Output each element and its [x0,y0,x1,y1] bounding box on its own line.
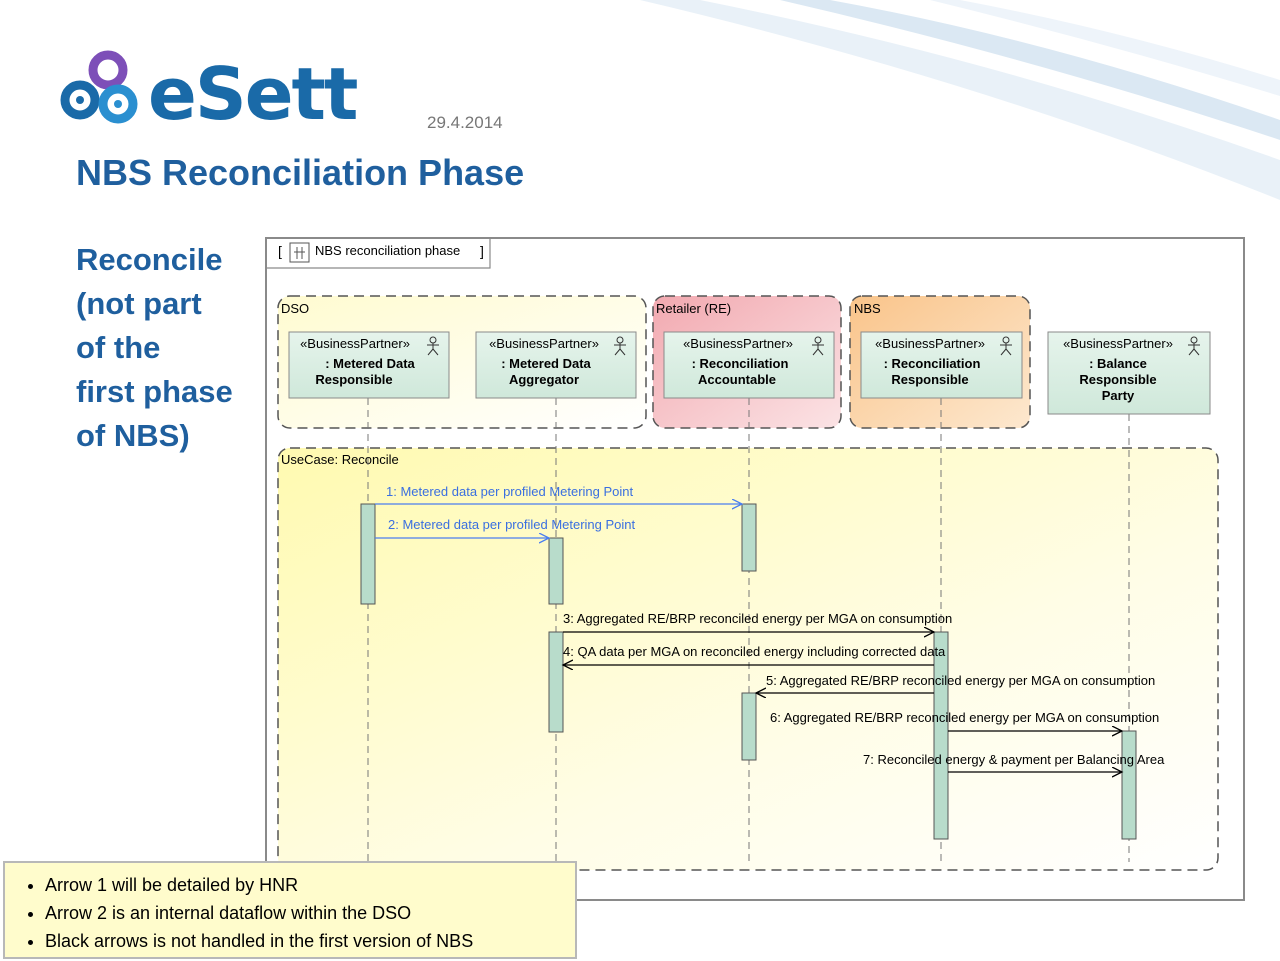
lane-dso-label: DSO [281,301,309,316]
side-note-line: Reconcile [76,242,223,277]
notes-list: Arrow 1 will be detailed by HNR Arrow 2 … [5,871,575,955]
note-item: Arrow 2 is an internal dataflow within t… [45,899,575,927]
activation-bar [741,692,757,761]
lifeline-name: : Reconciliation [692,356,789,371]
esett-logo-icon [60,50,138,124]
lifeline-stereotype: «BusinessPartner» [300,336,410,351]
activation-bar [741,503,757,572]
actor-icon [427,336,439,356]
frame-label: NBS reconciliation phase [315,243,460,258]
lifeline-stereotype: «BusinessPartner» [683,336,793,351]
side-note-line: first phase [76,374,233,409]
frame-bracket-open: [ [278,243,282,259]
esett-logo [60,48,380,138]
usecase-label: UseCase: Reconcile [281,452,399,467]
note-item: Arrow 1 will be detailed by HNR [45,871,575,899]
usecase-box [277,447,1219,871]
lifeline-name: Accountable [698,372,776,387]
lane-retailer-label: Retailer (RE) [656,301,731,316]
lifeline-box [288,331,450,399]
lifeline-name: Party [1102,388,1135,403]
lifeline-name: : Metered Data [501,356,591,371]
note-item: Black arrows is not handled in the first… [45,927,575,955]
side-note-line: (not part [76,286,202,321]
lifeline-name: Responsible [315,372,392,387]
side-note-line: of the [76,330,161,365]
side-note: Reconcile (not part of the first phase o… [76,238,266,458]
message-label-5: 5: Aggregated RE/BRP reconciled energy p… [766,673,1155,688]
lifeline-box [860,331,1023,399]
lifeline-stereotype: «BusinessPartner» [875,336,985,351]
lifeline-name: Responsible [1079,372,1156,387]
actor-icon [1188,336,1200,356]
lifeline-box [475,331,637,399]
brand-name: eSett [148,52,358,136]
activation-bar [548,537,564,605]
message-label-2: 2: Metered data per profiled Metering Po… [388,517,636,532]
activation-bar [933,631,949,840]
activation-bar [1121,730,1137,840]
slide-date: 29.4.2014 [427,113,503,132]
message-label-3: 3: Aggregated RE/BRP reconciled energy p… [563,611,952,626]
lifeline-box [1047,331,1211,415]
actor-icon [614,336,626,356]
lifeline-name: Responsible [891,372,968,387]
frame-bracket-close: ] [480,243,484,259]
message-label-4: 4: QA data per MGA on reconciled energy … [563,644,946,659]
activation-bar [360,503,376,605]
lifeline-name: : Metered Data [325,356,415,371]
lifeline-stereotype: «BusinessPartner» [489,336,599,351]
page-title: NBS Reconciliation Phase [76,152,525,193]
message-label-7: 7: Reconciled energy & payment per Balan… [863,752,1165,767]
lifeline-box [663,331,835,399]
actor-icon [812,336,824,356]
message-label-1: 1: Metered data per profiled Metering Po… [386,484,634,499]
lifeline-stereotype: «BusinessPartner» [1063,336,1173,351]
activation-bar [548,631,564,733]
lifeline-name: : Balance [1089,356,1147,371]
message-label-6: 6: Aggregated RE/BRP reconciled energy p… [770,710,1159,725]
actor-icon [1000,336,1012,356]
lifeline-name: : Reconciliation [884,356,981,371]
side-note-line: of NBS) [76,418,190,453]
lifeline-name: Aggregator [509,372,579,387]
notes-box: Arrow 1 will be detailed by HNR Arrow 2 … [3,861,577,959]
lane-nbs-label: NBS [854,301,881,316]
